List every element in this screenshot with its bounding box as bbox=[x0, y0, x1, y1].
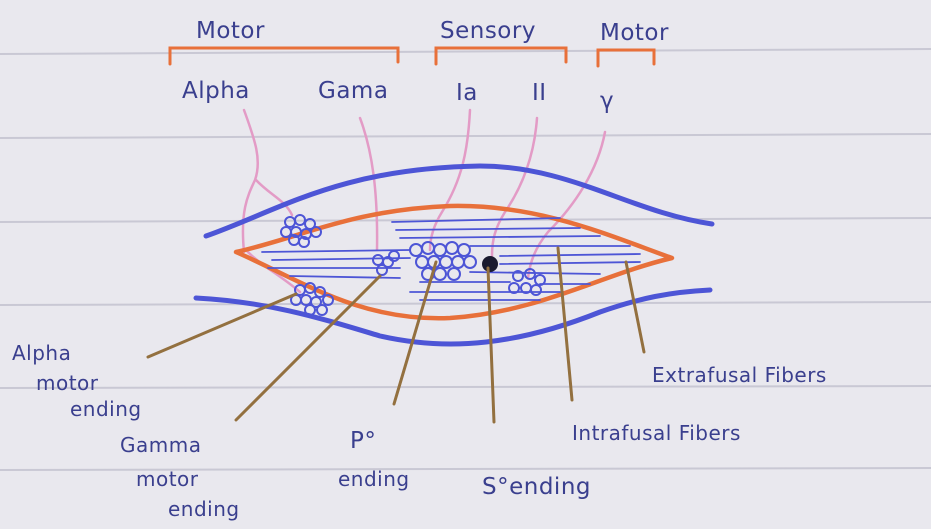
extrafusal-pointer bbox=[626, 262, 644, 352]
ii-nerve bbox=[492, 118, 537, 256]
gamma-nerve bbox=[360, 118, 377, 250]
alpha-motor-ending-line2: motor bbox=[36, 371, 99, 395]
ii-label: II bbox=[532, 80, 547, 106]
gamma-label: Gama bbox=[318, 78, 388, 104]
intrafusal-fibers-label: Intrafusal Fibers bbox=[572, 421, 741, 445]
gamma-symbol-label: γ bbox=[600, 88, 614, 114]
primary-ending-line1: P° bbox=[350, 428, 376, 454]
alpha-label: Alpha bbox=[182, 78, 250, 104]
gamma-motor-pointer bbox=[236, 276, 380, 420]
central-black-dot bbox=[482, 256, 498, 272]
nuclear-bag-cluster bbox=[410, 242, 476, 280]
primary-ending-pointer bbox=[394, 262, 436, 404]
secondary-ending-label: S°ending bbox=[482, 474, 591, 500]
alpha-motor-ending-line3: ending bbox=[70, 397, 142, 421]
motor-bracket-right bbox=[598, 50, 654, 66]
motor-bracket-left bbox=[170, 48, 398, 64]
motor-left-header: Motor bbox=[196, 18, 265, 44]
alpha-motor-ending-line1: Alpha bbox=[12, 341, 71, 365]
gamma-motor-ending-line3: ending bbox=[168, 497, 240, 521]
motor-right-header: Motor bbox=[600, 20, 669, 46]
gamma-endplate bbox=[373, 251, 399, 275]
gamma-motor-ending-line2: motor bbox=[136, 467, 199, 491]
primary-ending-line2: ending bbox=[338, 467, 410, 491]
sensory-header: Sensory bbox=[440, 18, 536, 44]
ia-label: Ia bbox=[456, 80, 478, 106]
gamma-motor-ending-line1: Gamma bbox=[120, 433, 201, 457]
extrafusal-fibers-label: Extrafusal Fibers bbox=[652, 363, 827, 387]
